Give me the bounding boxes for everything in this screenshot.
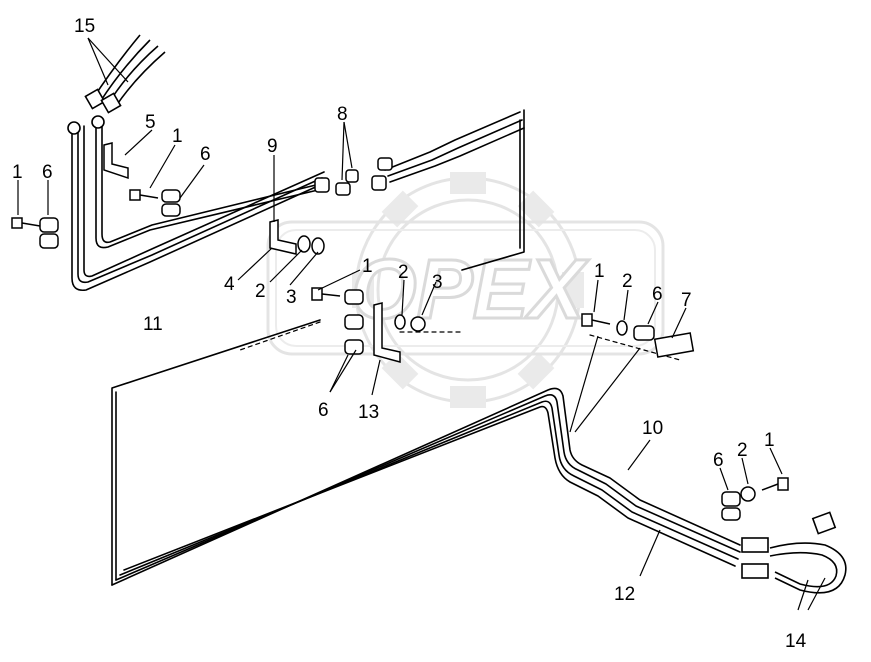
washers-2-3-center bbox=[394, 314, 426, 332]
callout-12: 12 bbox=[614, 584, 635, 605]
callout-3: 3 bbox=[286, 287, 297, 308]
parts bbox=[11, 142, 789, 521]
callout-8: 8 bbox=[337, 104, 348, 125]
callout-15: 15 bbox=[74, 16, 95, 37]
clamp-6-lower bbox=[721, 491, 741, 521]
washer-2-right bbox=[616, 320, 628, 336]
callout-5: 5 bbox=[145, 112, 156, 133]
callout-1: 1 bbox=[172, 126, 183, 147]
callout-6: 6 bbox=[318, 400, 329, 421]
callout-11: 11 bbox=[143, 314, 163, 335]
dashed-leaders bbox=[239, 321, 681, 361]
bracket-5 bbox=[103, 142, 129, 180]
callout-3: 3 bbox=[432, 272, 443, 293]
callout-1: 1 bbox=[764, 430, 775, 451]
callout-1: 1 bbox=[594, 261, 605, 282]
bolt-1-center bbox=[311, 287, 341, 301]
watermark-logo: OPEX bbox=[266, 172, 665, 408]
watermark-gear-icon bbox=[352, 172, 584, 408]
callout-2: 2 bbox=[737, 440, 748, 461]
leader-lines bbox=[17, 37, 826, 611]
clamps-6-center bbox=[344, 289, 364, 355]
pipe-9 bbox=[95, 121, 321, 249]
bolt-1-left bbox=[11, 217, 41, 229]
pipe-lower-frame bbox=[111, 319, 741, 586]
fittings-8 bbox=[314, 157, 393, 196]
hose-15 bbox=[67, 34, 166, 135]
callout-6: 6 bbox=[713, 450, 724, 471]
callout-10: 10 bbox=[642, 418, 663, 439]
washer-2-lower bbox=[740, 486, 756, 502]
bolt-1-right bbox=[581, 313, 611, 327]
callout-6: 6 bbox=[42, 162, 53, 183]
callout-13: 13 bbox=[358, 402, 379, 423]
plate-7 bbox=[653, 332, 695, 358]
clamp-6-left bbox=[39, 217, 59, 249]
callout-4: 4 bbox=[224, 274, 235, 295]
bolt-1-lower bbox=[761, 477, 789, 491]
callout-6: 6 bbox=[200, 144, 211, 165]
clamp-6-right bbox=[633, 325, 655, 341]
pipe-11 bbox=[71, 125, 325, 292]
hose-14 bbox=[741, 511, 847, 594]
callout-1: 1 bbox=[362, 256, 373, 277]
callout-2: 2 bbox=[255, 281, 266, 302]
callout-7: 7 bbox=[681, 290, 692, 311]
watermark-frame bbox=[266, 220, 665, 356]
pipe-upper-right bbox=[384, 109, 525, 271]
bolt-1-top bbox=[129, 189, 159, 201]
callout-1: 1 bbox=[12, 162, 23, 183]
bracket-13 bbox=[373, 302, 401, 363]
bracket-4 bbox=[269, 219, 297, 255]
callout-2: 2 bbox=[622, 271, 633, 292]
pipes bbox=[71, 109, 741, 586]
callouts: 15 5 1 6 1 6 9 8 4 2 3 11 1 2 3 1 2 6 7 … bbox=[12, 16, 807, 652]
watermark-text: OPEX bbox=[351, 242, 589, 336]
callout-6: 6 bbox=[652, 284, 663, 305]
callout-9: 9 bbox=[267, 136, 278, 157]
callout-2: 2 bbox=[398, 262, 409, 283]
callout-14: 14 bbox=[785, 631, 807, 652]
washers-2-3-upper bbox=[297, 235, 325, 255]
clamp-6-top bbox=[161, 189, 181, 217]
